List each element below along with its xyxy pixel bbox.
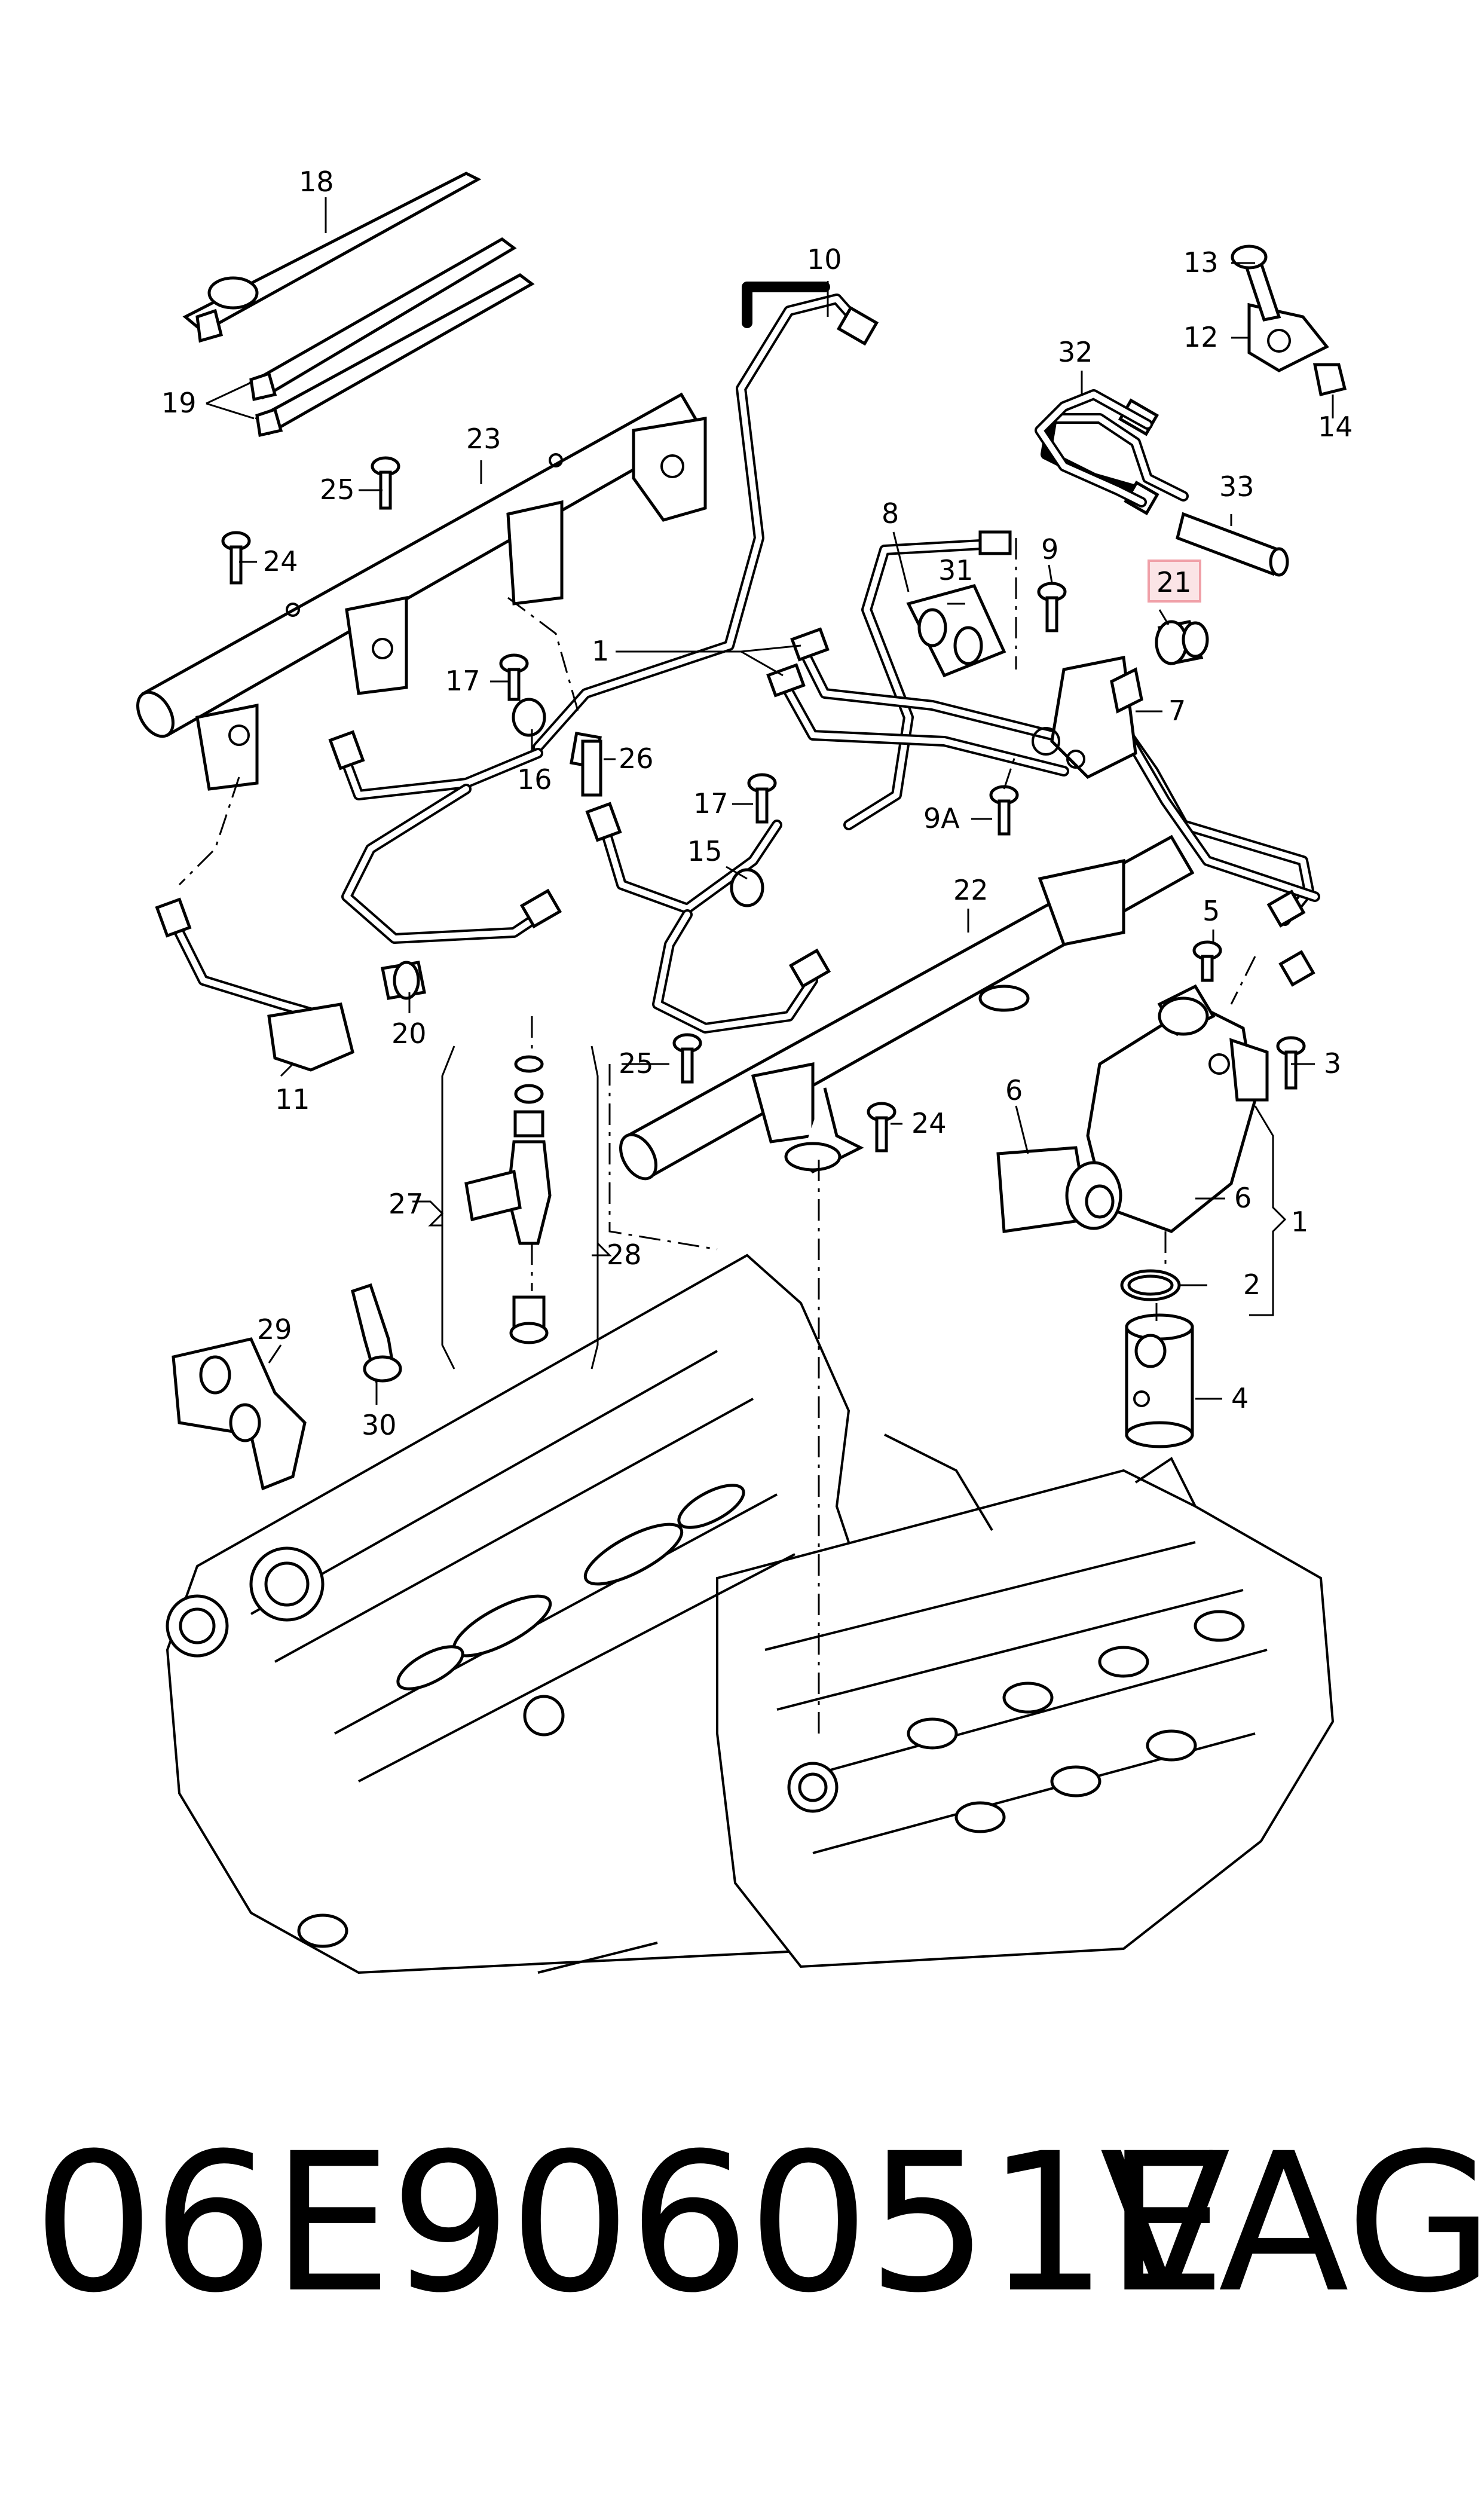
callout-28: 28 bbox=[607, 1239, 642, 1271]
callout-16: 16 bbox=[517, 763, 552, 796]
high-pressure-pump bbox=[996, 984, 1269, 1233]
bracket-29 bbox=[172, 1337, 307, 1491]
sleeve-33 bbox=[1176, 512, 1289, 577]
assembly-lines bbox=[178, 538, 1256, 1734]
distributor-block bbox=[1032, 656, 1143, 779]
callout-6b: 6 bbox=[1234, 1182, 1252, 1214]
callout-12: 12 bbox=[1183, 321, 1219, 353]
callout-9a: 9A bbox=[923, 802, 960, 834]
brand-label: VAG bbox=[1100, 2113, 1484, 2335]
callout-19: 19 bbox=[161, 387, 197, 419]
fuel-pipes bbox=[168, 282, 1320, 1034]
callout-33: 33 bbox=[1219, 470, 1254, 503]
injector-assembly bbox=[441, 1045, 599, 1369]
bolt-9a bbox=[989, 785, 1019, 836]
callout-11: 11 bbox=[275, 1083, 310, 1115]
callout-32: 32 bbox=[1058, 336, 1093, 368]
callout-1a: 1 bbox=[592, 635, 609, 667]
callout-17a: 17 bbox=[445, 665, 481, 697]
bolts bbox=[221, 456, 1306, 1152]
callout-31: 31 bbox=[938, 554, 974, 586]
pressure-sensor bbox=[1155, 620, 1209, 665]
callout-18: 18 bbox=[299, 166, 334, 198]
callout-21-highlight bbox=[1148, 560, 1201, 603]
clip-16 bbox=[512, 698, 546, 737]
callout-labels: 18 19 10 23 25 24 1 17 16 26 17 15 9A 8 … bbox=[161, 166, 1353, 1441]
callout-3: 3 bbox=[1324, 1047, 1341, 1080]
callout-24b: 24 bbox=[911, 1107, 947, 1139]
cable-ties bbox=[182, 172, 535, 438]
callout-26: 26 bbox=[619, 742, 654, 775]
bolt-17a bbox=[499, 653, 529, 701]
callout-1b: 1 bbox=[1291, 1206, 1308, 1238]
callout-14: 14 bbox=[1318, 411, 1353, 443]
part-clamp bbox=[906, 584, 1006, 678]
callout-5: 5 bbox=[1203, 895, 1220, 927]
callout-4: 4 bbox=[1231, 1382, 1249, 1414]
callout-6a: 6 bbox=[1005, 1074, 1023, 1106]
bolt-26 bbox=[581, 739, 602, 797]
callout-15: 15 bbox=[687, 835, 723, 867]
clip-15 bbox=[730, 868, 764, 907]
sensor-11 bbox=[267, 961, 426, 1072]
leader-lines bbox=[206, 197, 1334, 1405]
roller-tappet bbox=[1125, 1313, 1194, 1448]
callout-25b: 25 bbox=[619, 1047, 654, 1080]
bolt-24b bbox=[867, 1102, 896, 1152]
callout-24a: 24 bbox=[263, 545, 298, 577]
pipe-32 bbox=[1035, 389, 1153, 508]
caption: 06E906051E VAG bbox=[0, 2104, 1484, 2343]
fuel-rail-centre bbox=[619, 834, 1195, 1181]
callout-8: 8 bbox=[882, 497, 899, 530]
bolt-9 bbox=[1037, 582, 1067, 632]
bracket-12 bbox=[1231, 244, 1347, 397]
clip-30 bbox=[351, 1283, 402, 1383]
callout-9: 9 bbox=[1041, 533, 1058, 565]
bolt-25b bbox=[672, 1033, 702, 1084]
callout-25a: 25 bbox=[320, 473, 355, 506]
bolt-3 bbox=[1276, 1036, 1306, 1090]
bolt-24a bbox=[221, 531, 251, 585]
fuel-rail-left bbox=[136, 392, 707, 791]
callout-10: 10 bbox=[807, 243, 842, 276]
callout-27: 27 bbox=[388, 1188, 424, 1220]
callout-17b: 17 bbox=[693, 787, 729, 820]
exploded-parts-diagram: 18 19 10 23 25 24 1 17 16 26 17 15 9A 8 … bbox=[136, 166, 1353, 1974]
callout-30: 30 bbox=[362, 1409, 397, 1441]
callout-21: 21 bbox=[1156, 566, 1192, 598]
o-ring bbox=[1120, 1269, 1181, 1301]
callout-23: 23 bbox=[466, 423, 501, 455]
bolt-5 bbox=[1192, 940, 1222, 982]
callout-29: 29 bbox=[257, 1313, 292, 1346]
callout-13: 13 bbox=[1183, 246, 1219, 279]
bolt-25a bbox=[371, 456, 400, 510]
part-number: 06E906051E bbox=[33, 2113, 1226, 2335]
bolt-17b bbox=[747, 773, 777, 824]
callout-2: 2 bbox=[1243, 1268, 1260, 1301]
callout-20: 20 bbox=[391, 1017, 427, 1050]
callout-22: 22 bbox=[953, 874, 989, 906]
callout-7: 7 bbox=[1168, 695, 1186, 727]
engine-block bbox=[166, 1254, 1335, 1974]
